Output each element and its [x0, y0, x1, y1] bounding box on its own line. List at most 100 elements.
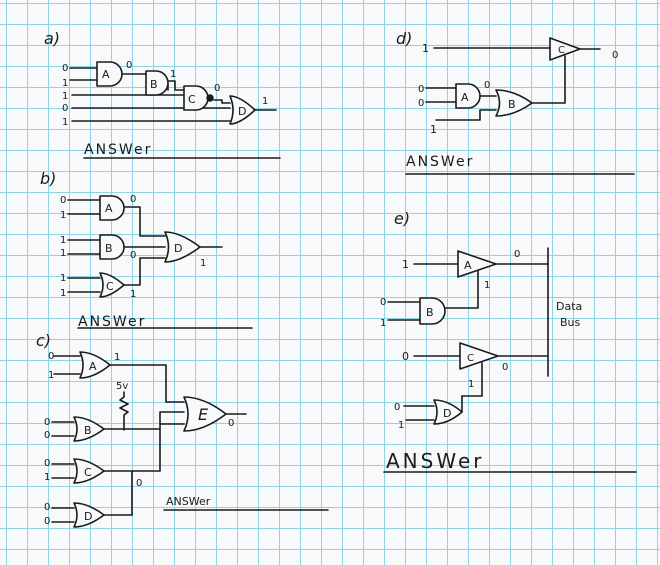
section-c-input-3: 0: [44, 417, 50, 428]
section-c-node-value: 0: [136, 478, 142, 489]
section-e-input-6: 1: [398, 420, 404, 431]
section-c-input-wires: [51, 355, 81, 523]
section-a-gate-a-output: 0: [126, 60, 132, 71]
section-e-input-4: 0: [402, 350, 409, 363]
section-c-input-6: 1: [44, 472, 50, 483]
section-d-gate-a-output: 0: [484, 80, 490, 91]
section-c-gate-a-label: A: [89, 360, 97, 373]
section-e-gate-d-inputs: [403, 405, 435, 421]
section-e-buffer-a-value: 0: [514, 249, 520, 260]
section-d-enable-wire: [531, 55, 566, 104]
section-d-input-3: 0: [418, 98, 424, 109]
section-c-answer-label: ANSWer: [166, 495, 211, 508]
section-a-gate-b-output: 1: [170, 69, 176, 80]
section-d-input-2: 0: [418, 84, 424, 95]
section-d-output: 0: [612, 50, 618, 61]
section-c: c) 0 1 0 0 0 1 0 0 A 1 B C D 5v 0 E 0 AN…: [36, 331, 329, 528]
section-a-answer-label: ANSWer: [84, 142, 152, 158]
section-d-letter: d): [396, 29, 412, 48]
section-b-gate-d-label: D: [174, 242, 182, 255]
section-e-gate-d-or: [433, 399, 463, 425]
section-e-gate-a-buffer: [457, 250, 497, 278]
section-a-gate-a-and: [96, 61, 123, 87]
section-e-enable-a-value: 1: [484, 280, 490, 291]
section-d: d) 1 0 0 1 C 0 A 0 B ANSWer: [396, 29, 635, 175]
section-b-gate-a-and: [99, 195, 125, 221]
section-b-input-3: 1: [60, 235, 66, 246]
section-c-gate-a-output: 1: [114, 352, 120, 363]
section-b-gate-b-and: [99, 234, 125, 260]
section-e-enable-a-wire: [445, 270, 479, 309]
section-e-gate-d-label: D: [443, 407, 451, 420]
section-b-answer-label: ANSWer: [78, 314, 146, 330]
section-e-enable-c-value: 1: [468, 379, 474, 390]
section-e-input-3: 1: [380, 318, 386, 329]
section-c-input-2: 1: [48, 370, 54, 381]
section-c-gate-b-label: B: [84, 424, 92, 437]
section-e-input-1: 1: [402, 258, 409, 271]
section-c-input-1: 0: [48, 351, 54, 362]
section-c-input-5: 0: [44, 458, 50, 469]
section-d-gate-c-buffer: [549, 37, 581, 61]
section-e-gate-c-label: C: [467, 353, 474, 364]
section-e-input-5: 0: [394, 402, 400, 413]
section-d-input-wires: [425, 47, 551, 121]
section-e-buffer-c-value: 0: [502, 362, 508, 373]
section-b-input-wires: [67, 199, 101, 293]
section-e-gate-c-buffer: [459, 342, 499, 370]
section-a-input-2: 1: [62, 78, 68, 89]
section-b-gate-wires: [123, 206, 223, 286]
section-c-letter: c): [36, 331, 51, 350]
section-b-gate-d-output: 1: [200, 258, 206, 269]
section-d-gate-c-label: C: [558, 45, 565, 56]
section-a: a) 0 1 1 0 1 A 0 B 1 C 0 D 1 ANSWer: [44, 29, 281, 159]
section-e-answer-label: ANSWer: [386, 449, 484, 473]
section-e: e) 1 A 0 1 0 1 B 0 C 0 1 0 1 D Data Bus: [380, 209, 637, 473]
section-c-supply-label: 5v: [116, 381, 128, 392]
section-e-gate-b-inputs: [387, 301, 421, 321]
section-a-gate-d-label: D: [238, 105, 246, 118]
section-b-input-6: 1: [60, 288, 66, 299]
section-a-gate-d-or: [229, 95, 256, 125]
section-a-gate-c-output: 0: [214, 83, 220, 94]
section-d-answer-label: ANSWer: [406, 154, 474, 170]
section-b-input-2: 1: [60, 210, 66, 221]
section-c-wire-a: [109, 364, 185, 403]
section-c-gate-b-or: [73, 416, 105, 442]
section-b-input-1: 0: [60, 195, 66, 206]
section-b-input-4: 1: [60, 248, 66, 259]
section-a-gate-a-label: A: [102, 68, 110, 81]
section-e-gate-b-label: B: [426, 306, 434, 319]
section-b-letter: b): [40, 169, 56, 188]
section-c-gate-d-or: [73, 502, 105, 528]
section-e-input-2: 0: [380, 297, 386, 308]
section-a-input-wires: [69, 67, 231, 122]
section-c-wire-bcd: [103, 411, 185, 516]
section-b-gate-a-label: A: [105, 202, 113, 215]
section-c-pullup-resistor: [119, 391, 129, 431]
section-d-gate-b-or: [495, 89, 533, 117]
section-e-bus-label-data: Data: [556, 300, 582, 313]
section-a-gate-c-label: C: [188, 93, 196, 106]
section-c-gate-c-label: C: [84, 466, 92, 479]
section-a-letter: a): [44, 29, 60, 48]
section-a-gate-b-label: B: [150, 78, 158, 91]
section-b-gate-c-output: 1: [130, 289, 136, 300]
section-c-input-8: 0: [44, 516, 50, 527]
section-b: b) 0 1 1 1 1 1 A 0 B 0 C 1 D 1 ANSWer: [40, 169, 253, 330]
section-c-gate-e-label: E: [198, 405, 209, 424]
section-d-input-1: 1: [422, 42, 429, 55]
section-a-gate-c-bubble: [206, 94, 214, 102]
section-c-gate-a-or: [79, 351, 111, 379]
section-c-gate-e-output: 0: [228, 418, 234, 429]
section-c-input-4: 0: [44, 430, 50, 441]
section-b-gate-c-label: C: [106, 280, 114, 293]
section-b-gate-c-or: [99, 272, 125, 298]
section-d-input-4: 1: [430, 123, 437, 136]
section-a-input-1: 0: [62, 63, 68, 74]
section-a-gate-d-output: 1: [262, 96, 268, 107]
section-d-gate-a-and: [455, 83, 481, 109]
section-e-letter: e): [394, 209, 410, 228]
section-e-gate-b-and: [419, 297, 446, 325]
